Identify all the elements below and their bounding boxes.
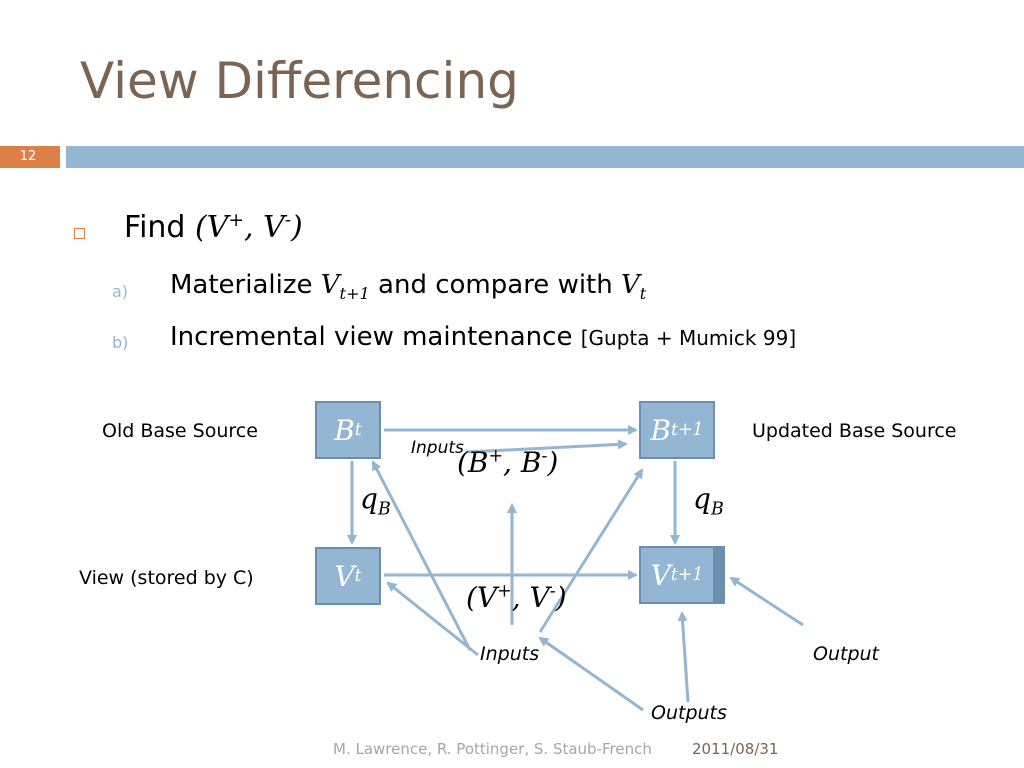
old-base-label: Old Base Source	[102, 420, 258, 442]
arrow-inputs-diagonal	[371, 460, 472, 651]
slide-number-badge	[0, 146, 60, 168]
b-delta-math: (B+, B-)	[457, 446, 559, 479]
q-b-left-math: qB	[360, 482, 391, 520]
incremental-text: Incremental view maintenance	[170, 322, 573, 352]
find-bullet: Find (V+, V-)	[124, 210, 303, 245]
arrow-outputs-up	[677, 611, 690, 703]
slide-title: View Differencing	[80, 52, 519, 110]
citation: [Gupta + Mumick 99]	[580, 326, 797, 350]
arrow-output-right	[729, 576, 804, 627]
node-vt1-shadow	[715, 546, 725, 604]
bullet-marker-b: b)	[112, 333, 129, 352]
view-label: View (stored by C)	[79, 567, 254, 589]
slide-number: 12	[19, 149, 37, 164]
footer-date: 2011/08/31	[692, 740, 779, 758]
materialize-text: Materialize	[170, 270, 313, 300]
arrow-to-bt1-diagonal	[538, 468, 644, 633]
vt-math: Vt	[621, 270, 647, 304]
arrow-inputs-top	[467, 439, 628, 454]
inputs-bottom-label: Inputs	[480, 643, 540, 665]
v-delta-math: (V+, V-)	[466, 581, 567, 614]
updated-base-label: Updated Base Source	[752, 420, 957, 442]
outputs-label: Outputs	[651, 702, 727, 724]
q-b-right-math: qB	[693, 482, 724, 520]
title-divider-bar	[66, 146, 1024, 168]
vt1-math: Vt+1	[320, 270, 370, 304]
incremental-bullet: Incremental view maintenance [Gupta + Mu…	[170, 322, 796, 352]
arrow-to-vt-corner	[386, 581, 479, 657]
compare-text: and compare with	[378, 270, 613, 300]
bullet-marker-a: a)	[112, 282, 129, 301]
find-math: (V+, V-)	[195, 210, 303, 245]
materialize-bullet: Materialize Vt+1 and compare with Vt	[170, 270, 646, 303]
output-label: Output	[813, 643, 879, 665]
bullet-square-icon	[74, 228, 85, 239]
find-label: Find	[124, 210, 186, 245]
footer-authors: M. Lawrence, R. Pottinger, S. Staub-Fren…	[333, 740, 652, 758]
inputs-top-label: Inputs	[411, 438, 464, 458]
arrow-outputs-to-middle	[538, 636, 644, 712]
